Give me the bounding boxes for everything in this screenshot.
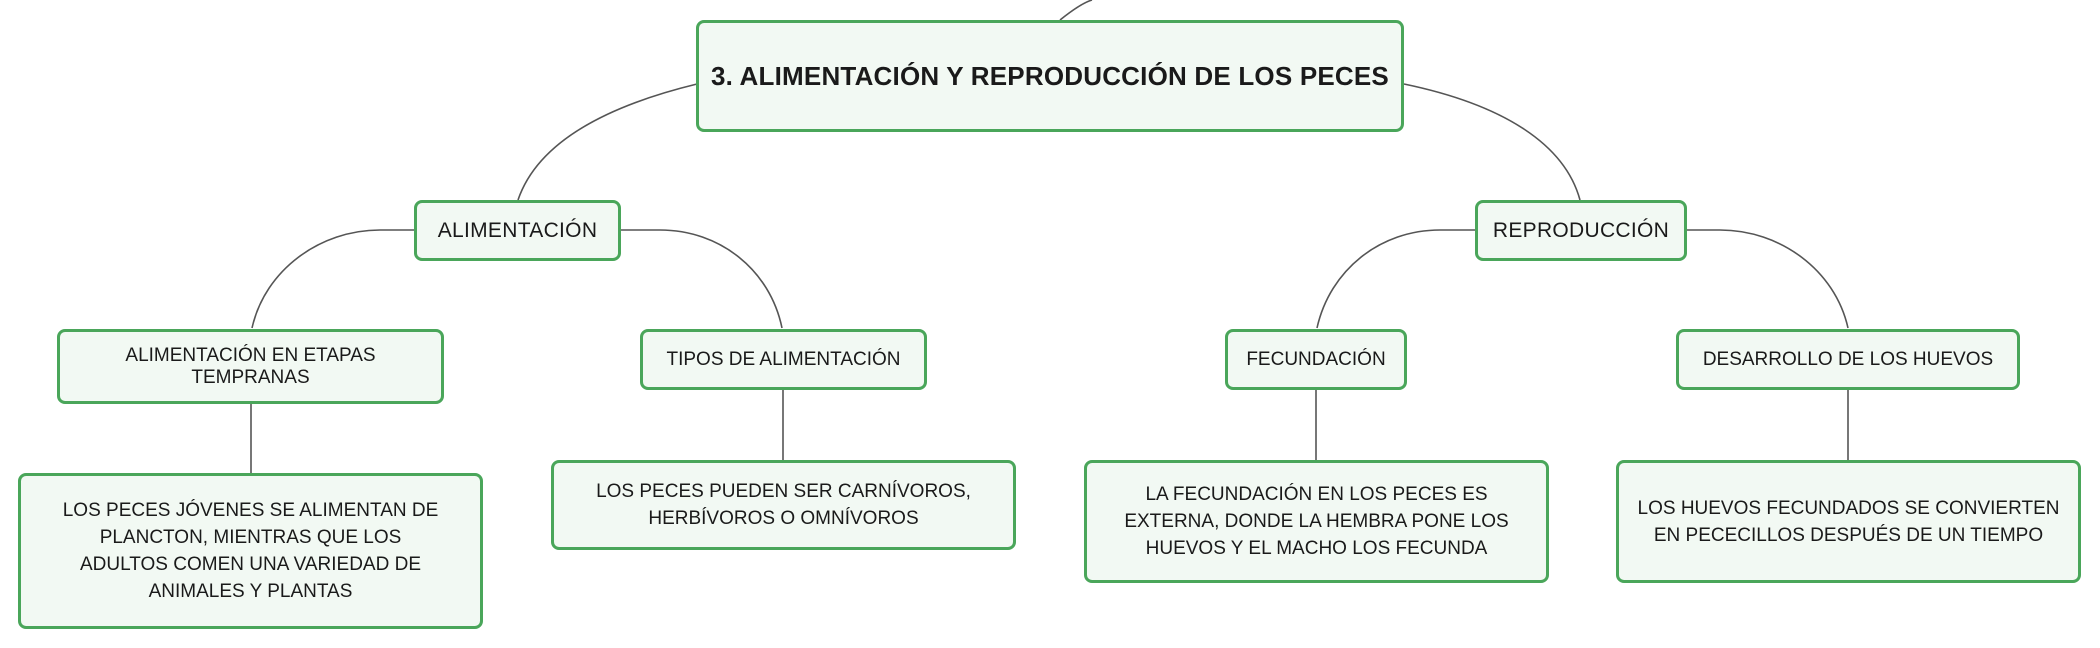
connector-reproduccion-desarrollo — [1686, 229, 1849, 329]
connector-root-alimentacion — [517, 83, 698, 201]
connector-alimentacion-etapas — [251, 229, 414, 329]
subtopic-etapas-tempranas-label: ALIMENTACIÓN EN ETAPAS TEMPRANAS — [125, 344, 376, 388]
subtopic-tipos-alimentacion-label: TIPOS DE ALIMENTACIÓN — [666, 348, 901, 370]
subtopic-desarrollo-huevos[interactable]: DESARROLLO DE LOS HUEVOS — [1676, 329, 2020, 390]
subtopic-etapas-tempranas[interactable]: ALIMENTACIÓN EN ETAPAS TEMPRANAS — [57, 329, 444, 404]
branch-reproduccion-label: REPRODUCCIÓN — [1492, 218, 1670, 242]
detail-fecundacion[interactable]: LA FECUNDACIÓN EN LOS PECES ES EXTERNA, … — [1084, 460, 1549, 583]
detail-fecundacion-text: LA FECUNDACIÓN EN LOS PECES ES EXTERNA, … — [1124, 484, 1509, 559]
subtopic-fecundacion-label: FECUNDACIÓN — [1246, 348, 1386, 370]
connector-alimentacion-tipos — [620, 229, 783, 329]
detail-etapas-tempranas-text: LOS PECES JÓVENES SE ALIMENTAN DE PLANCT… — [62, 500, 439, 602]
root-topic-label: 3. ALIMENTACIÓN Y REPRODUCCIÓN DE LOS PE… — [711, 60, 1389, 91]
connector-reproduccion-fecundacion — [1316, 229, 1476, 329]
detail-desarrollo-huevos[interactable]: LOS HUEVOS FECUNDADOS SE CONVIERTEN EN P… — [1616, 460, 2081, 583]
branch-reproduccion[interactable]: REPRODUCCIÓN — [1475, 200, 1687, 261]
detail-tipos-alimentacion[interactable]: LOS PECES PUEDEN SER CARNÍVOROS, HERBÍVO… — [551, 460, 1016, 550]
detail-etapas-tempranas[interactable]: LOS PECES JÓVENES SE ALIMENTAN DE PLANCT… — [18, 473, 483, 629]
connector-parent-root — [1059, 0, 1093, 21]
detail-tipos-alimentacion-text: LOS PECES PUEDEN SER CARNÍVOROS, HERBÍVO… — [596, 481, 971, 529]
subtopic-desarrollo-huevos-label: DESARROLLO DE LOS HUEVOS — [1702, 348, 1994, 370]
connector-root-reproduccion — [1403, 83, 1581, 201]
branch-alimentacion[interactable]: ALIMENTACIÓN — [414, 200, 621, 261]
root-topic[interactable]: 3. ALIMENTACIÓN Y REPRODUCCIÓN DE LOS PE… — [696, 20, 1404, 132]
subtopic-tipos-alimentacion[interactable]: TIPOS DE ALIMENTACIÓN — [640, 329, 927, 390]
detail-desarrollo-huevos-text: LOS HUEVOS FECUNDADOS SE CONVIERTEN EN P… — [1637, 497, 2060, 546]
subtopic-fecundacion[interactable]: FECUNDACIÓN — [1225, 329, 1407, 390]
branch-alimentacion-label: ALIMENTACIÓN — [437, 218, 598, 242]
